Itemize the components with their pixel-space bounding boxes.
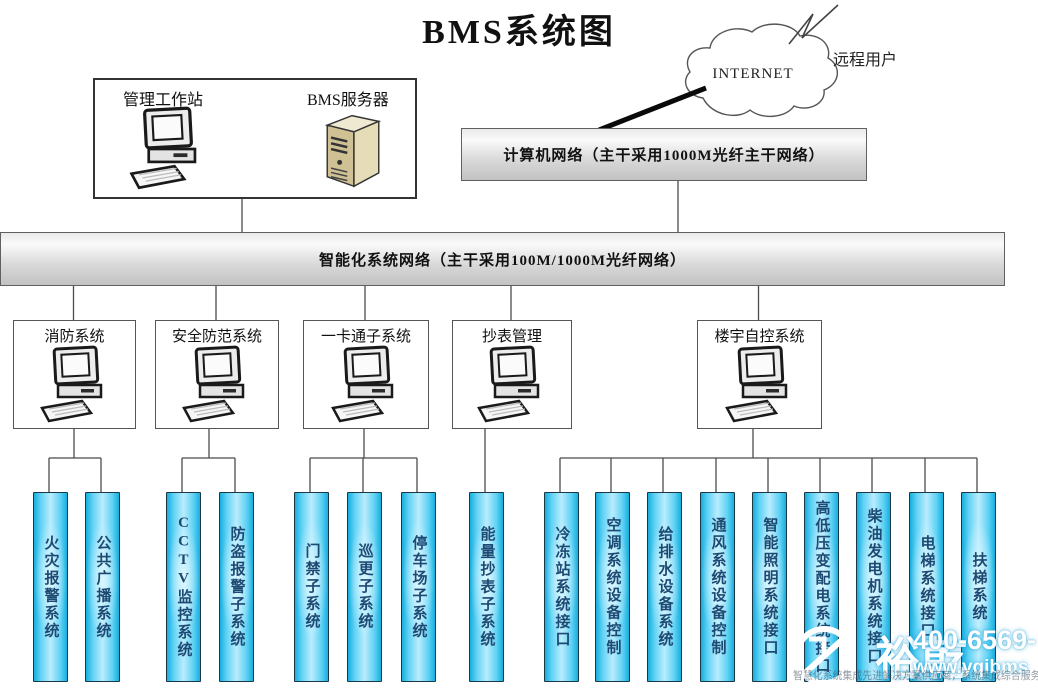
subsystem-label: 安全防范系统	[171, 329, 262, 345]
internet-label: INTERNET	[712, 66, 794, 82]
server-tower-icon	[325, 114, 381, 188]
system-bar-label: 停车场子系统	[410, 534, 427, 640]
system-bar: 能量抄表子系统	[468, 492, 504, 682]
desktop-computer-icon	[725, 345, 787, 423]
system-bar: 停车场子系统	[400, 492, 436, 682]
system-bar-label: 冷冻站系统接口	[553, 525, 570, 649]
watermark: 裕乾 - YUQIAN - 400-6569- www.yqibms 智慧化系统…	[789, 620, 1038, 690]
system-bar: 电梯系统接口	[908, 492, 944, 682]
intelligent-network-bar: 智能化系统网络（主干采用100M/1000M光纤网络）	[0, 232, 1005, 286]
system-bar: 公共广播系统	[84, 492, 120, 682]
desktop-computer-icon	[477, 345, 540, 423]
system-bar-label: 空调系统设备控制	[604, 517, 621, 657]
system-bar: 柴油发电机系统接口	[855, 492, 891, 682]
system-bar: 智能照明系统接口	[751, 492, 787, 682]
system-bar: 巡更子系统	[346, 492, 382, 682]
system-bar-label: CCTV监控系统	[175, 515, 192, 659]
system-bar: 防盗报警子系统	[218, 492, 254, 682]
system-bar-label: 扶梯系统	[970, 552, 987, 622]
cloud-link-line	[598, 85, 707, 133]
website-url: www.yqibms	[913, 657, 1029, 678]
internet-cloud	[685, 23, 838, 117]
subsystem-label: 一卡通子系统	[320, 329, 411, 345]
desktop-computer-icon	[182, 345, 245, 423]
lightning-icon	[788, 4, 839, 45]
desktop-computer-icon	[129, 106, 197, 190]
system-bar-label: 公共广播系统	[94, 534, 111, 640]
system-bar: 空调系统设备控制	[594, 492, 630, 682]
phone-number: 400-6569-	[913, 625, 1037, 655]
system-bar: 通风系统设备控制	[699, 492, 735, 682]
subsystem-label: 消防系统	[44, 329, 105, 345]
subsystem-box: 抄表管理	[452, 320, 572, 429]
system-bar-label: 火灾报警系统	[42, 534, 59, 640]
brand-logo-icon	[794, 626, 854, 686]
system-bar: 扶梯系统	[960, 492, 996, 682]
system-bar-label: 门禁子系统	[303, 543, 320, 631]
subsystem-box: 安全防范系统	[155, 320, 279, 429]
system-bar-label: 通风系统设备控制	[709, 517, 726, 657]
system-bar-label: 能量抄表子系统	[478, 525, 495, 649]
computer-network-bar: 计算机网络（主干采用1000M光纤主干网络）	[461, 128, 867, 181]
system-bar-label: 给排水设备系统	[656, 525, 673, 649]
brand-latin: - YUQIAN -	[885, 670, 961, 680]
system-bar: 火灾报警系统	[32, 492, 68, 682]
desktop-computer-icon	[331, 345, 394, 423]
subsystem-box: 消防系统	[13, 320, 136, 429]
system-bar: 门禁子系统	[293, 492, 329, 682]
page-title: BMS系统图	[422, 14, 616, 51]
workstation-label: 管理工作站	[123, 92, 204, 109]
subsystem-label: 抄表管理	[481, 329, 542, 345]
system-bar-label: 电梯系统接口	[918, 534, 935, 640]
management-box: 管理工作站 BMS服务器	[93, 78, 417, 199]
system-bar: 给排水设备系统	[646, 492, 682, 682]
bms-server-label: BMS服务器	[307, 92, 389, 109]
system-bar-label: 智能照明系统接口	[761, 517, 778, 657]
subsystem-box: 一卡通子系统	[303, 320, 429, 429]
remote-user-label: 远程用户	[833, 52, 898, 69]
desktop-computer-icon	[40, 345, 102, 423]
brand-name: 裕乾 - YUQIAN -	[875, 633, 970, 684]
subsystem-box: 楼宇自控系统	[697, 320, 822, 429]
system-bar: 冷冻站系统接口	[543, 492, 579, 682]
system-bar: CCTV监控系统	[165, 492, 201, 682]
system-bar-label: 防盗报警子系统	[228, 525, 245, 649]
system-bar-label: 巡更子系统	[356, 543, 373, 631]
subsystem-label: 楼宇自控系统	[714, 329, 805, 345]
tagline: 智慧化系统集成先进解决方案供应商，系统集成综合服务商	[793, 670, 1038, 682]
system-bar-label: 柴油发电机系统接口	[865, 508, 882, 666]
